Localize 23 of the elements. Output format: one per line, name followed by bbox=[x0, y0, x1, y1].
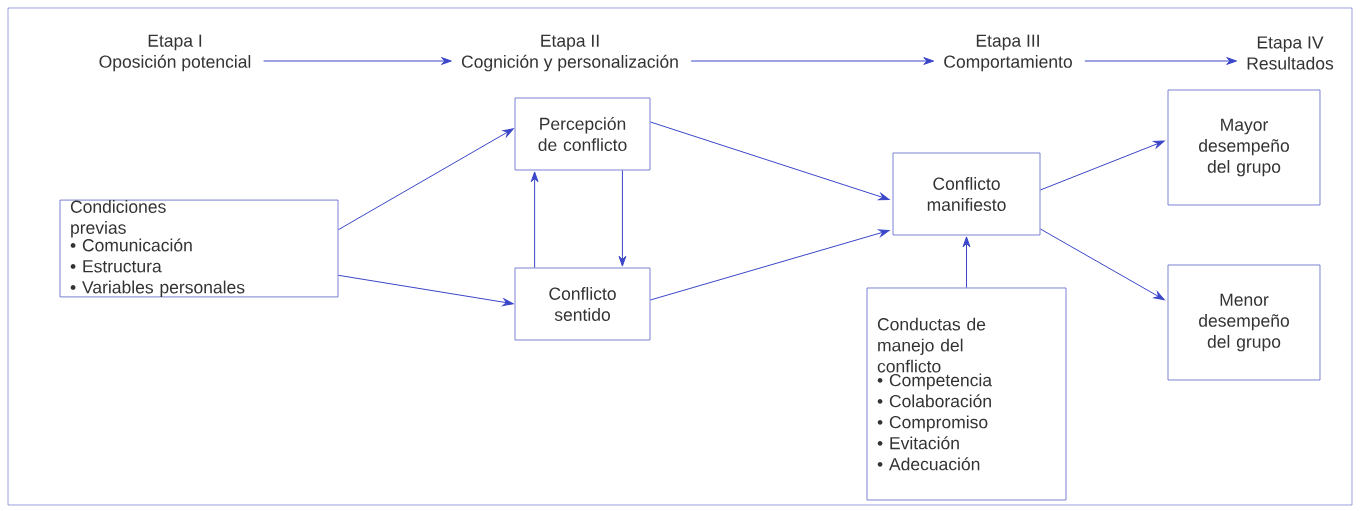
process-box: Conflicto manifiesto bbox=[892, 152, 1041, 236]
arrow bbox=[263, 57, 452, 65]
process-box: Menor desempeño del grupo bbox=[1167, 264, 1321, 381]
list-box: Conductas de manejo del conflicto • Competencia • Colaboración • Compromiso • Evitación • Adecuación bbox=[866, 287, 1067, 501]
arrow bbox=[1039, 140, 1165, 191]
arrow bbox=[649, 229, 890, 301]
stage-heading: Etapa III Comportamiento bbox=[944, 34, 1072, 72]
arrow bbox=[530, 171, 539, 269]
arrow bbox=[649, 121, 890, 201]
arrow bbox=[1084, 57, 1237, 65]
process-box: Percepción de conflicto bbox=[514, 97, 651, 171]
process-box: Mayor desempeño del grupo bbox=[1167, 89, 1321, 206]
arrow bbox=[337, 128, 514, 231]
process-box: Conflicto sentido bbox=[514, 267, 651, 341]
arrow bbox=[618, 169, 627, 267]
arrow bbox=[962, 236, 971, 289]
arrow bbox=[1039, 228, 1165, 301]
stage-heading: Etapa I Oposición potencial bbox=[99, 34, 251, 72]
arrow bbox=[690, 57, 935, 65]
arrow bbox=[337, 274, 514, 307]
stage-heading: Etapa II Cognición y personalización bbox=[461, 34, 678, 72]
stage-heading: Etapa IV Resultados bbox=[1247, 36, 1334, 70]
list-box: Condiciones previas • Comunicación • Estructura • Variables personales bbox=[59, 199, 339, 298]
